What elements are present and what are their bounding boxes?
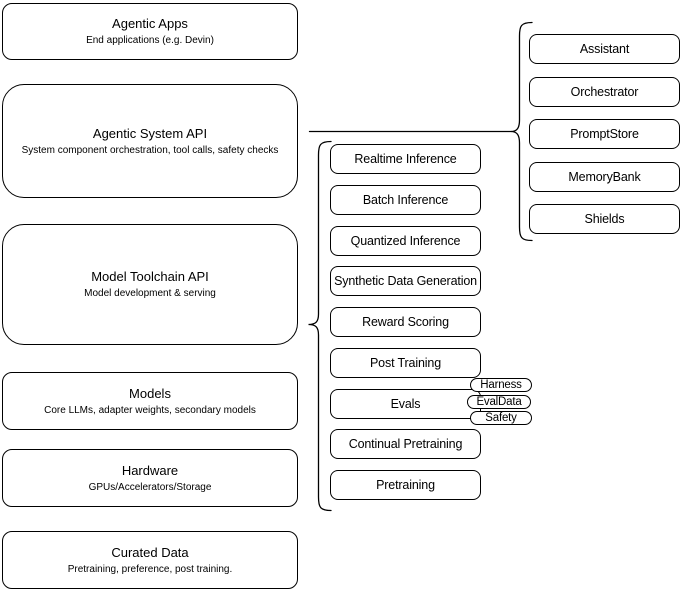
node-synthetic-data-generation: Synthetic Data Generation bbox=[330, 266, 481, 296]
node-hardware: Hardware GPUs/Accelerators/Storage bbox=[2, 449, 298, 507]
tag-harness: Harness bbox=[470, 378, 532, 392]
node-title: Curated Data bbox=[111, 544, 189, 560]
node-title: Models bbox=[129, 385, 171, 401]
node-subtitle: Core LLMs, adapter weights, secondary mo… bbox=[44, 404, 256, 416]
node-agentic-apps: Agentic Apps End applications (e.g. Devi… bbox=[2, 3, 298, 60]
node-title: Model Toolchain API bbox=[91, 269, 209, 284]
node-title: Agentic System API bbox=[92, 125, 208, 141]
node-subtitle: System component orchestration, tool cal… bbox=[21, 144, 279, 156]
node-realtime-inference: Realtime Inference bbox=[330, 144, 481, 174]
node-orchestrator: Orchestrator bbox=[529, 77, 680, 107]
node-evals: Evals bbox=[330, 389, 481, 419]
node-promptstore: PromptStore bbox=[529, 119, 680, 149]
node-models: Models Core LLMs, adapter weights, secon… bbox=[2, 372, 298, 430]
node-subtitle: Model development & serving bbox=[84, 288, 216, 299]
node-reward-scoring: Reward Scoring bbox=[330, 307, 481, 337]
node-batch-inference: Batch Inference bbox=[330, 185, 481, 215]
node-curated-data: Curated Data Pretraining, preference, po… bbox=[2, 531, 298, 589]
node-title: Hardware bbox=[121, 462, 179, 478]
node-memorybank: MemoryBank bbox=[529, 162, 680, 192]
node-quantized-inference: Quantized Inference bbox=[330, 226, 481, 256]
brace-toolchain-services bbox=[308, 140, 332, 512]
tag-safety: Safety bbox=[470, 410, 532, 425]
node-subtitle: GPUs/Accelerators/Storage bbox=[88, 481, 212, 493]
tag-evaldata: EvalData bbox=[467, 394, 531, 409]
node-post-training: Post Training bbox=[330, 348, 481, 378]
node-continual-pretraining: Continual Pretraining bbox=[330, 429, 481, 459]
node-shields: Shields bbox=[529, 204, 680, 234]
brace-system-components bbox=[510, 21, 533, 242]
node-title: Agentic Apps bbox=[112, 16, 188, 31]
node-pretraining: Pretraining bbox=[330, 470, 481, 500]
node-subtitle: End applications (e.g. Devin) bbox=[86, 35, 214, 46]
node-subtitle: Pretraining, preference, post training. bbox=[67, 563, 233, 575]
node-agentic-system-api: Agentic System API System component orch… bbox=[2, 84, 298, 198]
node-assistant: Assistant bbox=[529, 34, 680, 64]
node-model-toolchain-api: Model Toolchain API Model development & … bbox=[2, 224, 298, 345]
